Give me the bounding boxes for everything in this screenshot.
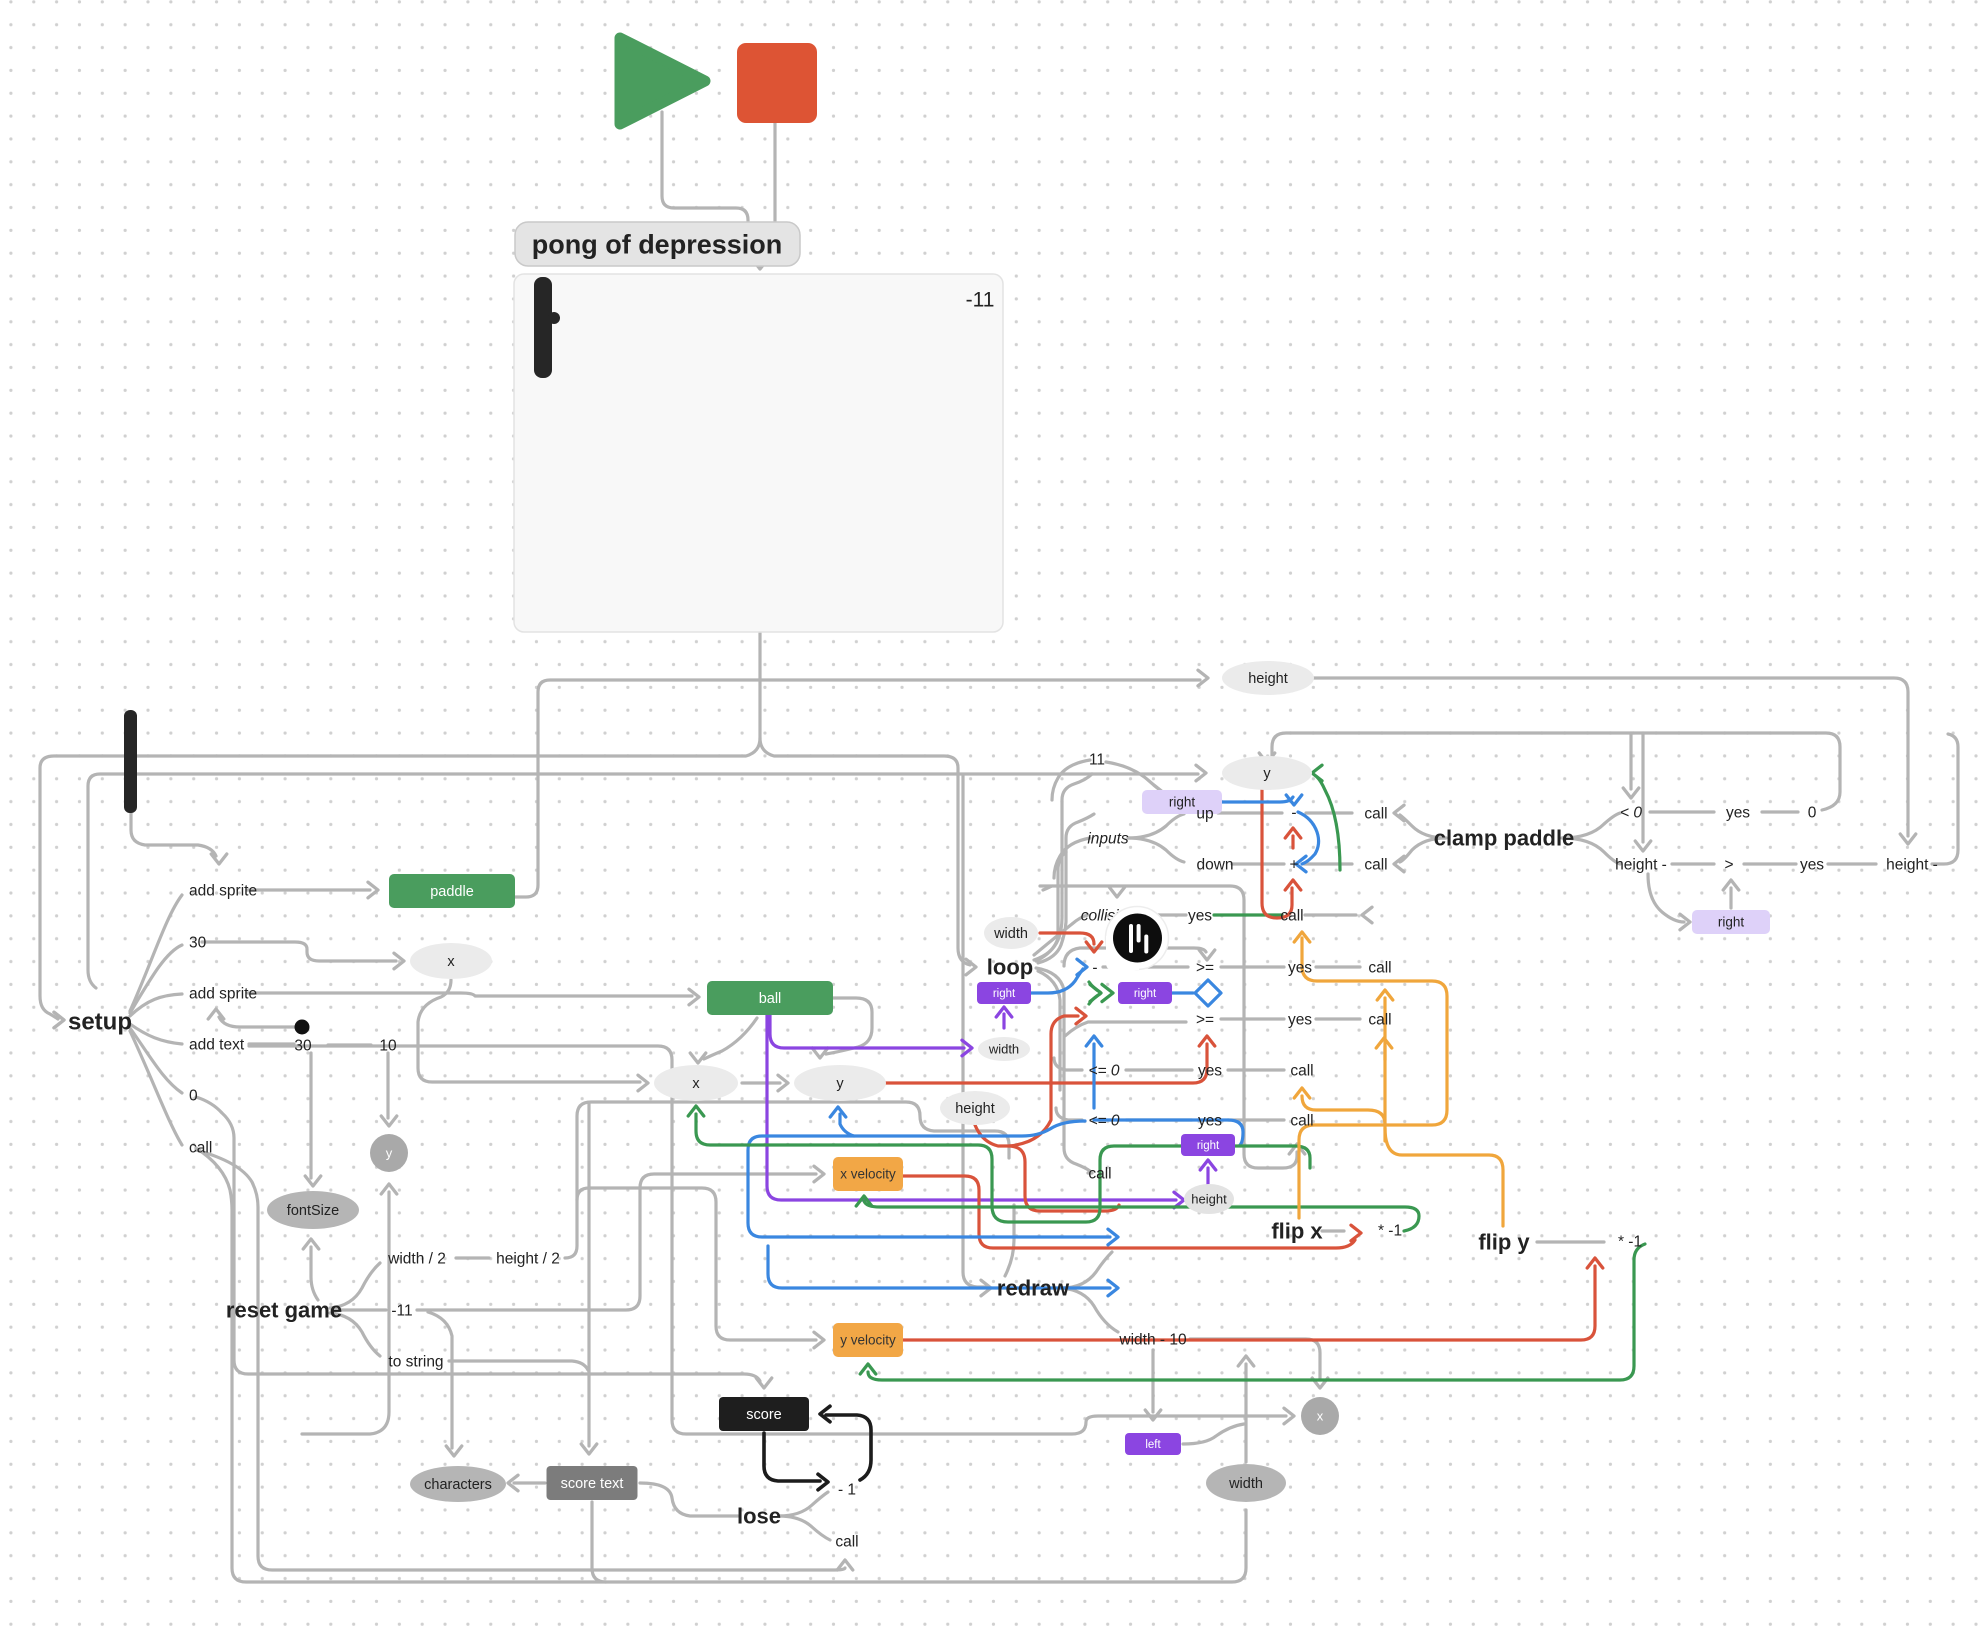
svg-text:width: width — [1228, 1476, 1263, 1492]
svg-text:x: x — [692, 1076, 700, 1092]
svg-text:-11: -11 — [966, 288, 995, 311]
svg-text:<= 0: <= 0 — [1088, 1062, 1119, 1079]
svg-text:yes: yes — [1198, 1062, 1222, 1079]
svg-text:height: height — [1191, 1192, 1227, 1207]
svg-text:right: right — [1134, 988, 1157, 1000]
svg-text:call: call — [1280, 907, 1303, 924]
svg-text:height -: height - — [1615, 856, 1667, 873]
svg-text:y: y — [836, 1076, 844, 1092]
svg-text:>: > — [1724, 856, 1733, 873]
svg-text:height: height — [955, 1101, 995, 1117]
svg-text:10: 10 — [379, 1037, 397, 1054]
svg-text:x: x — [447, 954, 455, 970]
svg-text:characters: characters — [424, 1477, 492, 1493]
svg-text:right: right — [1169, 795, 1196, 810]
svg-text:loop: loop — [987, 955, 1033, 980]
svg-text:down: down — [1196, 856, 1233, 873]
svg-text:call: call — [1368, 1011, 1391, 1028]
svg-text:yes: yes — [1800, 856, 1824, 873]
svg-text:fontSize: fontSize — [287, 1203, 339, 1219]
svg-text:0: 0 — [1808, 804, 1817, 821]
svg-text:y velocity: y velocity — [840, 1333, 896, 1348]
svg-text:right: right — [993, 988, 1016, 1000]
svg-text:lose: lose — [737, 1504, 781, 1529]
svg-text:right: right — [1718, 915, 1745, 930]
svg-text:height -: height - — [1886, 856, 1938, 873]
svg-text:setup: setup — [68, 1008, 132, 1035]
svg-text:clamp paddle: clamp paddle — [1434, 826, 1575, 851]
svg-text:call: call — [1364, 856, 1387, 873]
svg-text:yes: yes — [1726, 804, 1750, 821]
svg-text:width - 10: width - 10 — [1118, 1331, 1187, 1348]
svg-text:width: width — [988, 1042, 1019, 1057]
svg-text:left: left — [1145, 1439, 1161, 1451]
svg-text:+: + — [1289, 856, 1298, 873]
svg-text:inputs: inputs — [1087, 830, 1129, 847]
svg-text:-: - — [1092, 959, 1097, 976]
svg-text:width: width — [993, 926, 1028, 942]
svg-text:yes: yes — [1188, 907, 1212, 924]
svg-text:11: 11 — [1089, 751, 1105, 768]
svg-text:score: score — [746, 1407, 781, 1423]
svg-text:<= 0: <= 0 — [1088, 1112, 1119, 1129]
svg-text:height: height — [1248, 671, 1288, 687]
svg-text:width / 2: width / 2 — [387, 1250, 446, 1267]
svg-text:- 1: - 1 — [838, 1481, 856, 1498]
svg-text:0: 0 — [189, 1087, 198, 1104]
svg-text:yes: yes — [1288, 1011, 1312, 1028]
svg-text:>=: >= — [1196, 1011, 1214, 1028]
svg-text:>=: >= — [1196, 959, 1214, 976]
svg-text:height / 2: height / 2 — [496, 1250, 560, 1267]
svg-text:* -1: * -1 — [1618, 1233, 1642, 1250]
svg-text:to string: to string — [388, 1353, 443, 1370]
svg-text:call: call — [1290, 1062, 1313, 1079]
svg-text:call: call — [835, 1533, 858, 1550]
svg-text:flip y: flip y — [1478, 1230, 1530, 1255]
svg-text:-11: -11 — [391, 1302, 412, 1319]
svg-text:add sprite: add sprite — [189, 985, 257, 1002]
svg-text:* -1: * -1 — [1378, 1222, 1402, 1239]
svg-text:y: y — [386, 1146, 393, 1161]
svg-text:paddle: paddle — [430, 884, 474, 900]
svg-text:-: - — [1291, 804, 1296, 821]
svg-text:call: call — [189, 1139, 212, 1156]
svg-text:call: call — [1290, 1112, 1313, 1129]
svg-text:ball: ball — [759, 991, 782, 1007]
svg-text:right: right — [1197, 1140, 1220, 1152]
svg-text:pong of depression: pong of depression — [532, 229, 783, 259]
svg-text:< 0: < 0 — [1620, 804, 1642, 821]
svg-text:yes: yes — [1288, 959, 1312, 976]
svg-text:x velocity: x velocity — [840, 1167, 896, 1182]
svg-text:flip x: flip x — [1271, 1219, 1323, 1244]
svg-text:redraw: redraw — [997, 1276, 1070, 1301]
svg-text:y: y — [1263, 766, 1271, 782]
svg-text:call: call — [1368, 959, 1391, 976]
svg-text:x: x — [1317, 1409, 1324, 1424]
svg-text:score text: score text — [561, 1476, 624, 1492]
svg-text:call: call — [1364, 805, 1387, 822]
svg-text:30: 30 — [189, 934, 207, 951]
svg-text:add text: add text — [189, 1036, 245, 1053]
svg-text:30: 30 — [294, 1037, 312, 1054]
svg-text:yes: yes — [1198, 1112, 1222, 1129]
svg-text:up: up — [1196, 805, 1213, 822]
svg-text:reset game: reset game — [226, 1298, 342, 1323]
svg-text:add sprite: add sprite — [189, 882, 257, 899]
svg-text:call: call — [1088, 1165, 1111, 1182]
